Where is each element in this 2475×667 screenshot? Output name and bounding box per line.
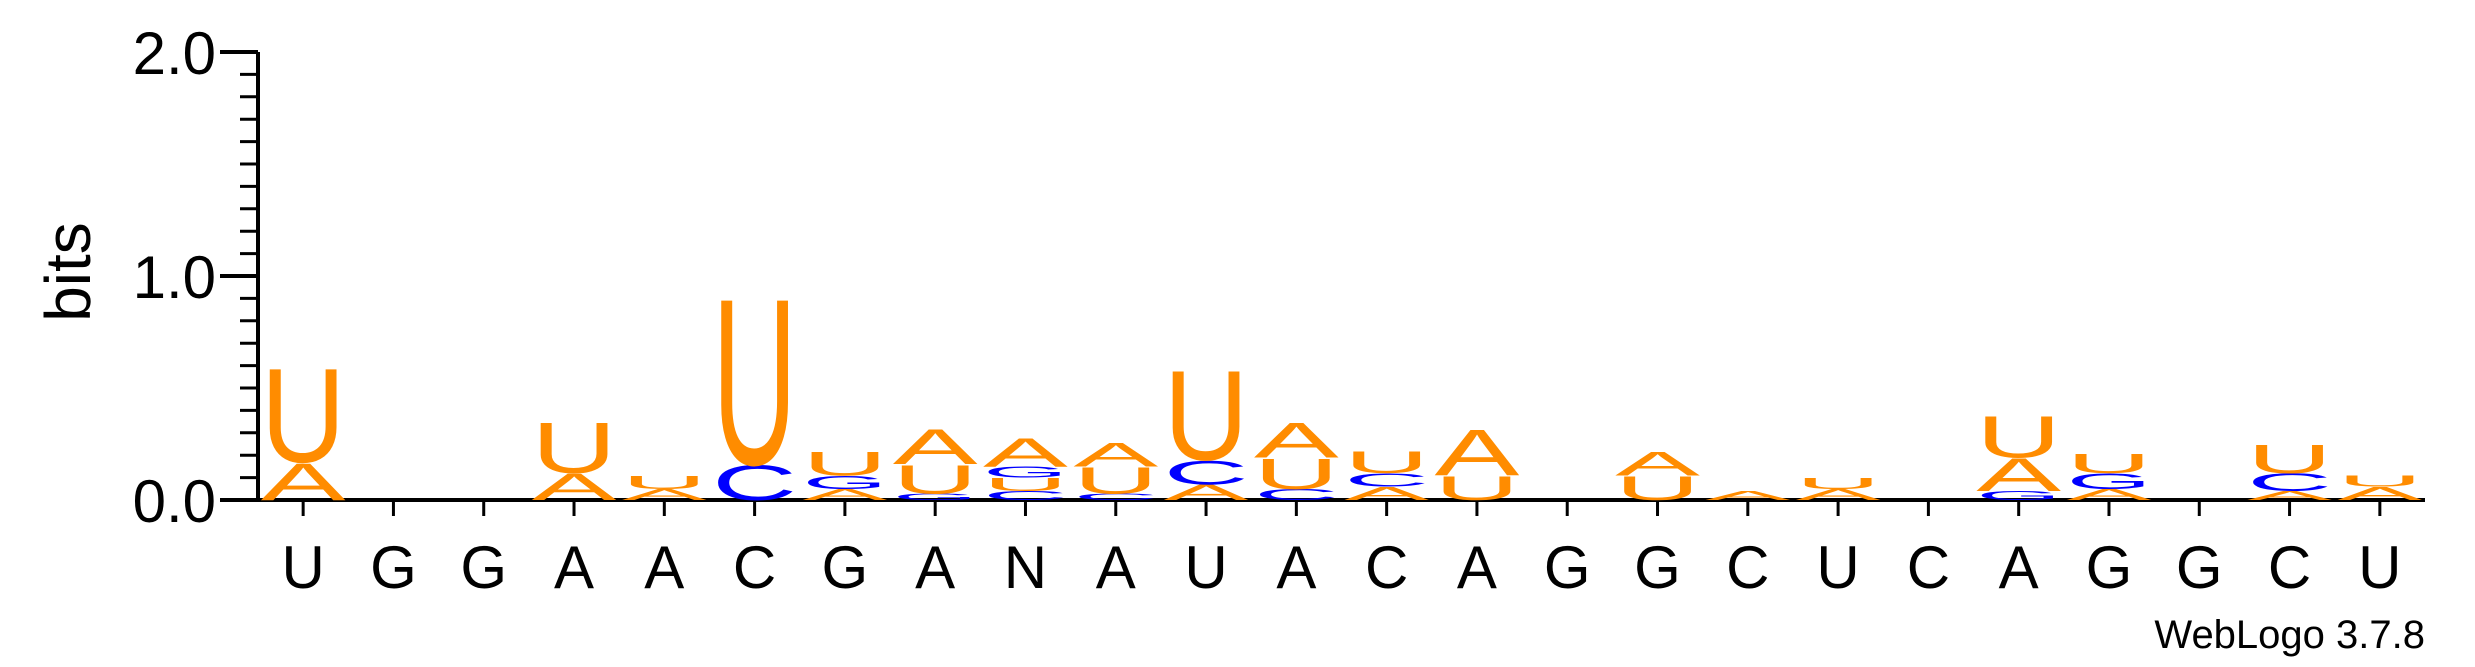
position-label: C <box>1907 534 1950 601</box>
logo-letter-A: A <box>1435 416 1521 490</box>
position-label: G <box>822 534 869 601</box>
logo-letter-U: U <box>893 457 978 502</box>
logo-letter-U: U <box>2067 447 2152 479</box>
position-label: G <box>460 534 507 601</box>
logo-letter-C: C <box>1073 492 1158 502</box>
logo-letter-A: A <box>1073 435 1158 474</box>
y-tick-label: 0.0 <box>133 468 216 535</box>
logo-letter-U: U <box>2337 473 2422 490</box>
position-label: A <box>915 534 955 601</box>
logo-letter-A: A <box>622 486 707 503</box>
logo-letter-U: U <box>1344 445 1429 480</box>
position-label: G <box>2176 534 2223 601</box>
logo-letter-C: C <box>1164 453 1249 492</box>
logo-letter-U: U <box>712 249 797 515</box>
logo-letter-A: A <box>1615 444 1700 483</box>
position-label: U <box>281 534 324 601</box>
logo-letter-G: G <box>802 472 887 493</box>
y-tick-label: 2.0 <box>133 20 216 87</box>
logo-letter-U: U <box>1615 469 1700 508</box>
logo-letter-A: A <box>1976 448 2061 501</box>
position-label: A <box>1096 534 1136 601</box>
logo-letter-G: G <box>983 464 1068 481</box>
logo-letter-U: U <box>1976 405 2061 471</box>
position-label: A <box>1457 534 1497 601</box>
logo-letter-U: U <box>802 444 887 483</box>
logo-letter-A: A <box>802 486 887 503</box>
position-label: A <box>644 534 684 601</box>
logo-letter-A: A <box>2067 486 2152 503</box>
logo-letter-A: A <box>893 419 978 475</box>
logo-letter-A: A <box>532 467 618 509</box>
position-label: G <box>370 534 417 601</box>
logo-letter-A: A <box>2247 489 2333 503</box>
logo-letter-U: U <box>261 342 346 492</box>
position-label: N <box>1004 534 1047 601</box>
logo-letter-C: C <box>1344 470 1429 491</box>
position-label: A <box>1276 534 1316 601</box>
position-label: U <box>1184 534 1227 601</box>
logo-letter-A: A <box>1796 486 1881 503</box>
y-tick-label: 1.0 <box>133 244 216 311</box>
logo-letter-U: U <box>1164 345 1249 488</box>
position-label: C <box>1365 534 1408 601</box>
position-label: C <box>1726 534 1769 601</box>
position-label: A <box>554 534 594 601</box>
logo-letter-C: C <box>983 489 1068 503</box>
y-axis-label: bits <box>32 222 104 322</box>
position-label: A <box>1999 534 2039 601</box>
position-label: U <box>1816 534 1859 601</box>
logo-letter-U: U <box>1435 469 1520 508</box>
position-label: C <box>2268 534 2311 601</box>
weblogo-version-watermark: WebLogo 3.7.8 <box>2154 613 2425 657</box>
logo-letter-A: A <box>2337 483 2422 504</box>
logo-letter-U: U <box>1073 460 1158 502</box>
logo-letter-U: U <box>622 472 707 493</box>
logo-letter-U: U <box>532 409 617 489</box>
logo-letter-G: G <box>893 492 978 502</box>
logo-letter-G: G <box>1976 489 2061 503</box>
logo-letter-A: A <box>983 430 1068 475</box>
logo-letter-U: U <box>2247 437 2332 482</box>
logo-letter-U: U <box>983 474 1068 495</box>
logo-letter-A: A <box>1344 483 1429 504</box>
logo-letter-C: C <box>712 454 797 510</box>
logo-letter-A: A <box>261 452 347 511</box>
logo-letter-U: U <box>1796 475 1881 492</box>
position-label: G <box>1634 534 1681 601</box>
position-label: G <box>1544 534 1591 601</box>
logo-letter-A: A <box>1254 412 1339 468</box>
logo-letter-U: U <box>1254 450 1339 499</box>
logo-letter-G: G <box>2067 469 2152 494</box>
position-label: G <box>2086 534 2133 601</box>
position-label: U <box>2358 534 2401 601</box>
logo-letter-C: C <box>2247 469 2332 497</box>
logo-letter-A: A <box>1164 480 1250 505</box>
logo-letter-A: A <box>1705 489 1791 503</box>
position-label: C <box>733 534 776 601</box>
logo-letter-C: C <box>1254 486 1339 503</box>
